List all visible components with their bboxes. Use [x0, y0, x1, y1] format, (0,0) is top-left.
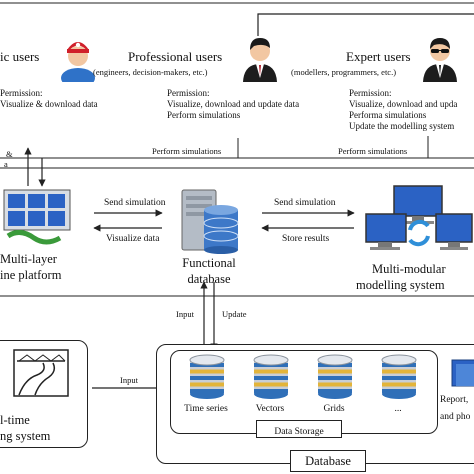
storage-cylinder-icon: [380, 354, 418, 405]
professional-permission-1: Visualize, download and update data: [167, 99, 300, 109]
professional-user-icon: [242, 34, 278, 87]
data-storage-label-box: Data Storage: [256, 420, 342, 438]
realtime-label-1: l-time: [0, 413, 30, 427]
modelling-system-icon: [364, 184, 474, 261]
database-label-box: Database: [290, 450, 366, 472]
professional-permission-label: Permission:: [167, 88, 210, 98]
input-horizontal-label: Input: [120, 375, 138, 385]
visualize-data-label: Visualize data: [106, 234, 160, 244]
expert-users-title: Expert users: [346, 49, 411, 64]
realtime-label-2: ng system: [0, 429, 51, 443]
left-fragment-2: a: [4, 159, 8, 169]
professional-permission-2: Perform simulations: [167, 110, 241, 120]
storage-cylinder-icon: [252, 354, 290, 405]
platform-label-2: ine platform: [0, 268, 62, 282]
reports-folder-icon: [450, 356, 474, 395]
storage-item-more: ...: [394, 404, 402, 414]
input-vertical-label: Input: [176, 309, 194, 319]
storage-item-grids: Grids: [323, 404, 345, 414]
data-storage-label: Data Storage: [274, 427, 324, 437]
report-fragment-2: and pho: [440, 412, 471, 422]
basic-users-title: ic users: [0, 49, 40, 64]
perform-simulations-label-1: Perform simulations: [152, 146, 222, 156]
modelling-label-2: modelling system: [356, 278, 445, 292]
multi-layer-platform-icon: [0, 188, 76, 255]
functional-db-label-2: database: [187, 272, 231, 286]
expert-user-icon: [422, 34, 458, 87]
basic-user-icon: [60, 38, 96, 88]
storage-item-time-series: Time series: [184, 404, 228, 414]
expert-permission-label: Permission:: [349, 88, 392, 98]
left-fragment-1: &: [6, 149, 13, 159]
update-vertical-label: Update: [222, 309, 247, 319]
basic-permission-label: Permission:: [0, 88, 43, 98]
expert-permission-3: Update the modelling system: [349, 121, 455, 131]
database-label: Database: [305, 454, 351, 468]
storage-cylinder-icon: [188, 354, 226, 405]
functional-db-label-1: Functional: [182, 256, 236, 270]
perform-simulations-label-2: Perform simulations: [338, 146, 408, 156]
modelling-label-1: Multi-modular: [372, 262, 446, 276]
platform-label-1: Multi-layer: [0, 252, 57, 266]
functional-database-icon: [176, 188, 246, 259]
send-simulation-left-label: Send simulation: [104, 198, 166, 208]
update-loop-line: [257, 13, 474, 36]
river-gauge-icon: [13, 349, 69, 402]
basic-permission-1: Visualize & download data: [0, 99, 98, 109]
professional-users-subtitle: (engineers, decision-makers, etc.): [93, 67, 208, 77]
report-fragment-1: Report,: [440, 395, 469, 405]
storage-cylinder-icon: [316, 354, 354, 405]
storage-item-vectors: Vectors: [255, 404, 285, 414]
expert-permission-1: Visualize, download and upda: [349, 99, 458, 109]
expert-users-subtitle: (modellers, programmers, etc.): [291, 67, 397, 77]
send-simulation-right-label: Send simulation: [274, 198, 336, 208]
store-results-label: Store results: [282, 234, 330, 244]
expert-permission-2: Performa simulations: [349, 110, 427, 120]
realtime-system-box: [0, 340, 88, 448]
professional-users-title: Professional users: [128, 49, 223, 64]
